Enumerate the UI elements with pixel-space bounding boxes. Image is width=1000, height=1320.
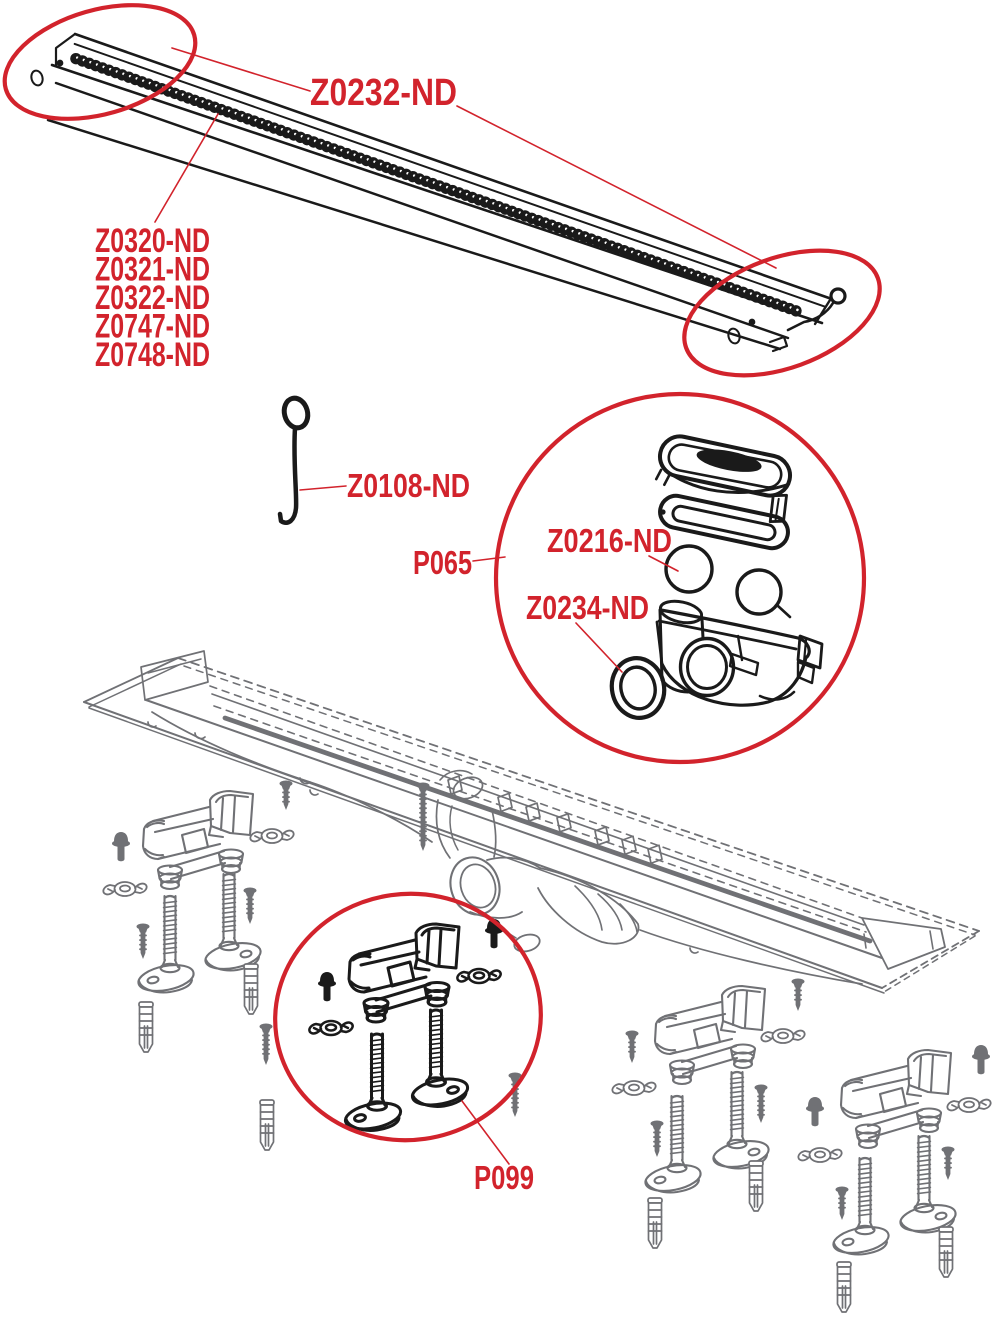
svg-text:Z0320-ND: Z0320-ND: [95, 222, 210, 260]
svg-text:Z0108-ND: Z0108-ND: [347, 467, 470, 504]
svg-text:Z0234-ND: Z0234-ND: [526, 589, 649, 626]
svg-text:Z0747-ND: Z0747-ND: [95, 308, 210, 346]
svg-text:P099: P099: [474, 1159, 534, 1196]
svg-text:Z0216-ND: Z0216-ND: [547, 522, 672, 559]
svg-text:Z0748-ND: Z0748-ND: [95, 336, 210, 374]
svg-text:Z0322-ND: Z0322-ND: [95, 279, 210, 317]
svg-text:Z0232-ND: Z0232-ND: [310, 72, 457, 114]
svg-text:P065: P065: [413, 544, 472, 581]
svg-text:Z0321-ND: Z0321-ND: [95, 251, 210, 289]
